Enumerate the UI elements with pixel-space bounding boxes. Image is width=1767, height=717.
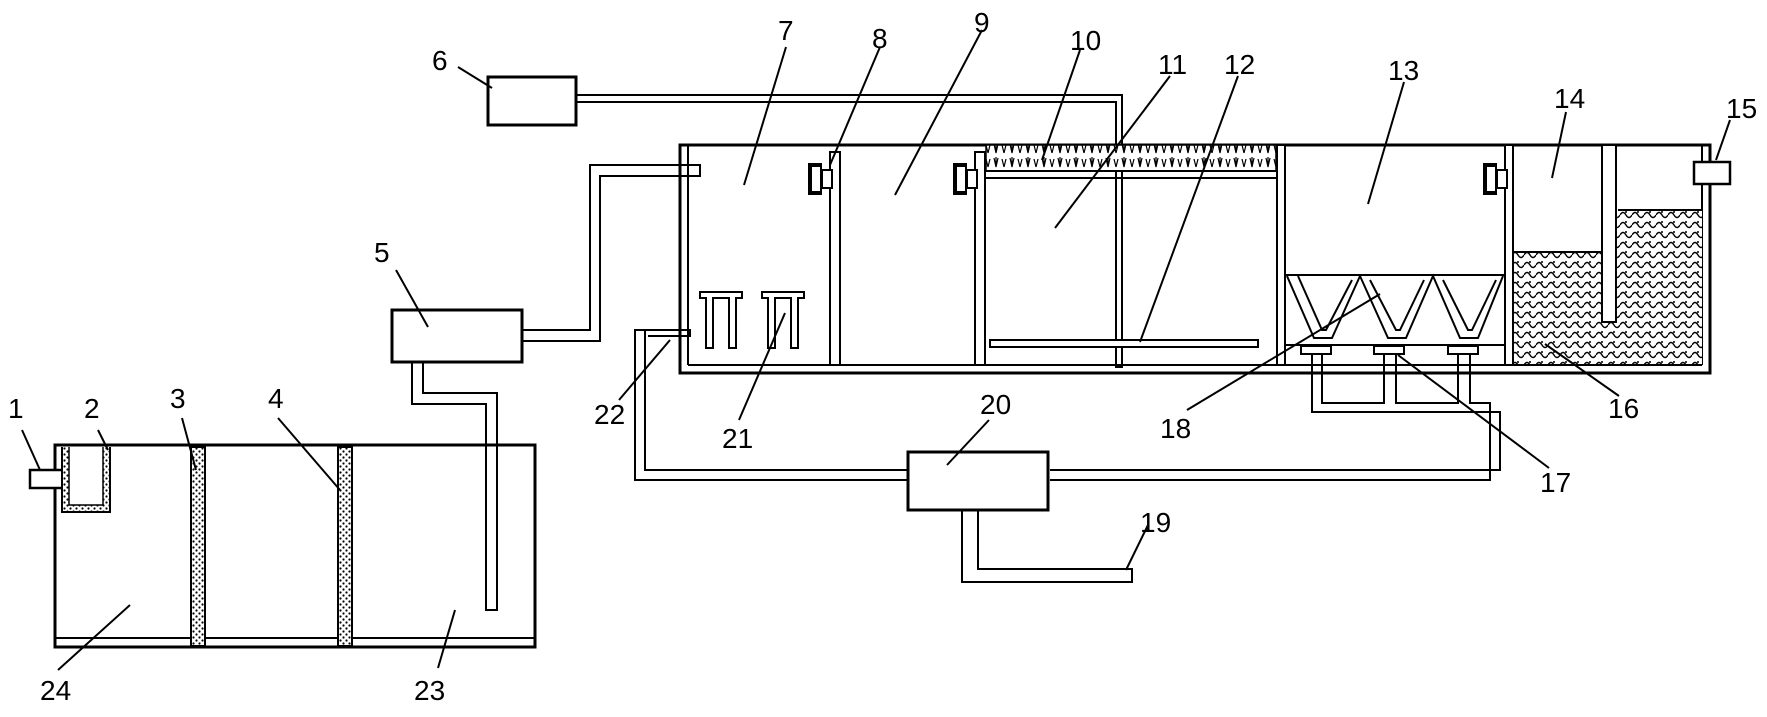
label-8: 8 bbox=[872, 23, 888, 54]
label-5: 5 bbox=[374, 237, 390, 268]
label-23: 23 bbox=[414, 675, 445, 706]
label-19: 19 bbox=[1140, 507, 1171, 538]
collection-tank bbox=[28, 443, 537, 649]
label-24: 24 bbox=[40, 675, 71, 706]
blower bbox=[486, 75, 1123, 368]
label-12: 12 bbox=[1224, 49, 1255, 80]
label-6: 6 bbox=[432, 45, 448, 76]
treatment-tank bbox=[648, 143, 1732, 375]
label-14: 14 bbox=[1554, 83, 1585, 114]
label-3: 3 bbox=[170, 383, 186, 414]
filter-partition-3 bbox=[190, 446, 206, 647]
label-13: 13 bbox=[1388, 55, 1419, 86]
part-labels: 1 2 3 4 5 6 7 8 9 10 11 12 13 14 15 16 1… bbox=[8, 7, 1757, 706]
check-valve-13 bbox=[1483, 163, 1508, 195]
label-21: 21 bbox=[722, 423, 753, 454]
label-11: 11 bbox=[1158, 49, 1187, 80]
aeration-pipe bbox=[989, 339, 1259, 348]
label-9: 9 bbox=[974, 7, 990, 38]
diffuser-units bbox=[699, 291, 805, 349]
label-22: 22 bbox=[594, 399, 625, 430]
settling-hoppers bbox=[1285, 273, 1505, 355]
sludge-system bbox=[634, 329, 1501, 583]
label-2: 2 bbox=[84, 393, 100, 424]
lift-pump bbox=[390, 164, 701, 611]
label-20: 20 bbox=[980, 389, 1011, 420]
label-10: 10 bbox=[1070, 25, 1101, 56]
label-18: 18 bbox=[1160, 413, 1191, 444]
leader-lines bbox=[21, 29, 1731, 671]
label-1: 1 bbox=[8, 393, 24, 424]
filter-partition-4 bbox=[337, 446, 353, 647]
label-17: 17 bbox=[1540, 467, 1571, 498]
label-7: 7 bbox=[778, 15, 794, 46]
label-4: 4 bbox=[268, 383, 284, 414]
check-valve-8 bbox=[808, 163, 833, 195]
label-16: 16 bbox=[1608, 393, 1639, 424]
outlet-pipe bbox=[1692, 160, 1732, 186]
check-valve-9 bbox=[953, 163, 978, 195]
plant-bed bbox=[985, 144, 1277, 172]
label-15: 15 bbox=[1726, 93, 1757, 124]
